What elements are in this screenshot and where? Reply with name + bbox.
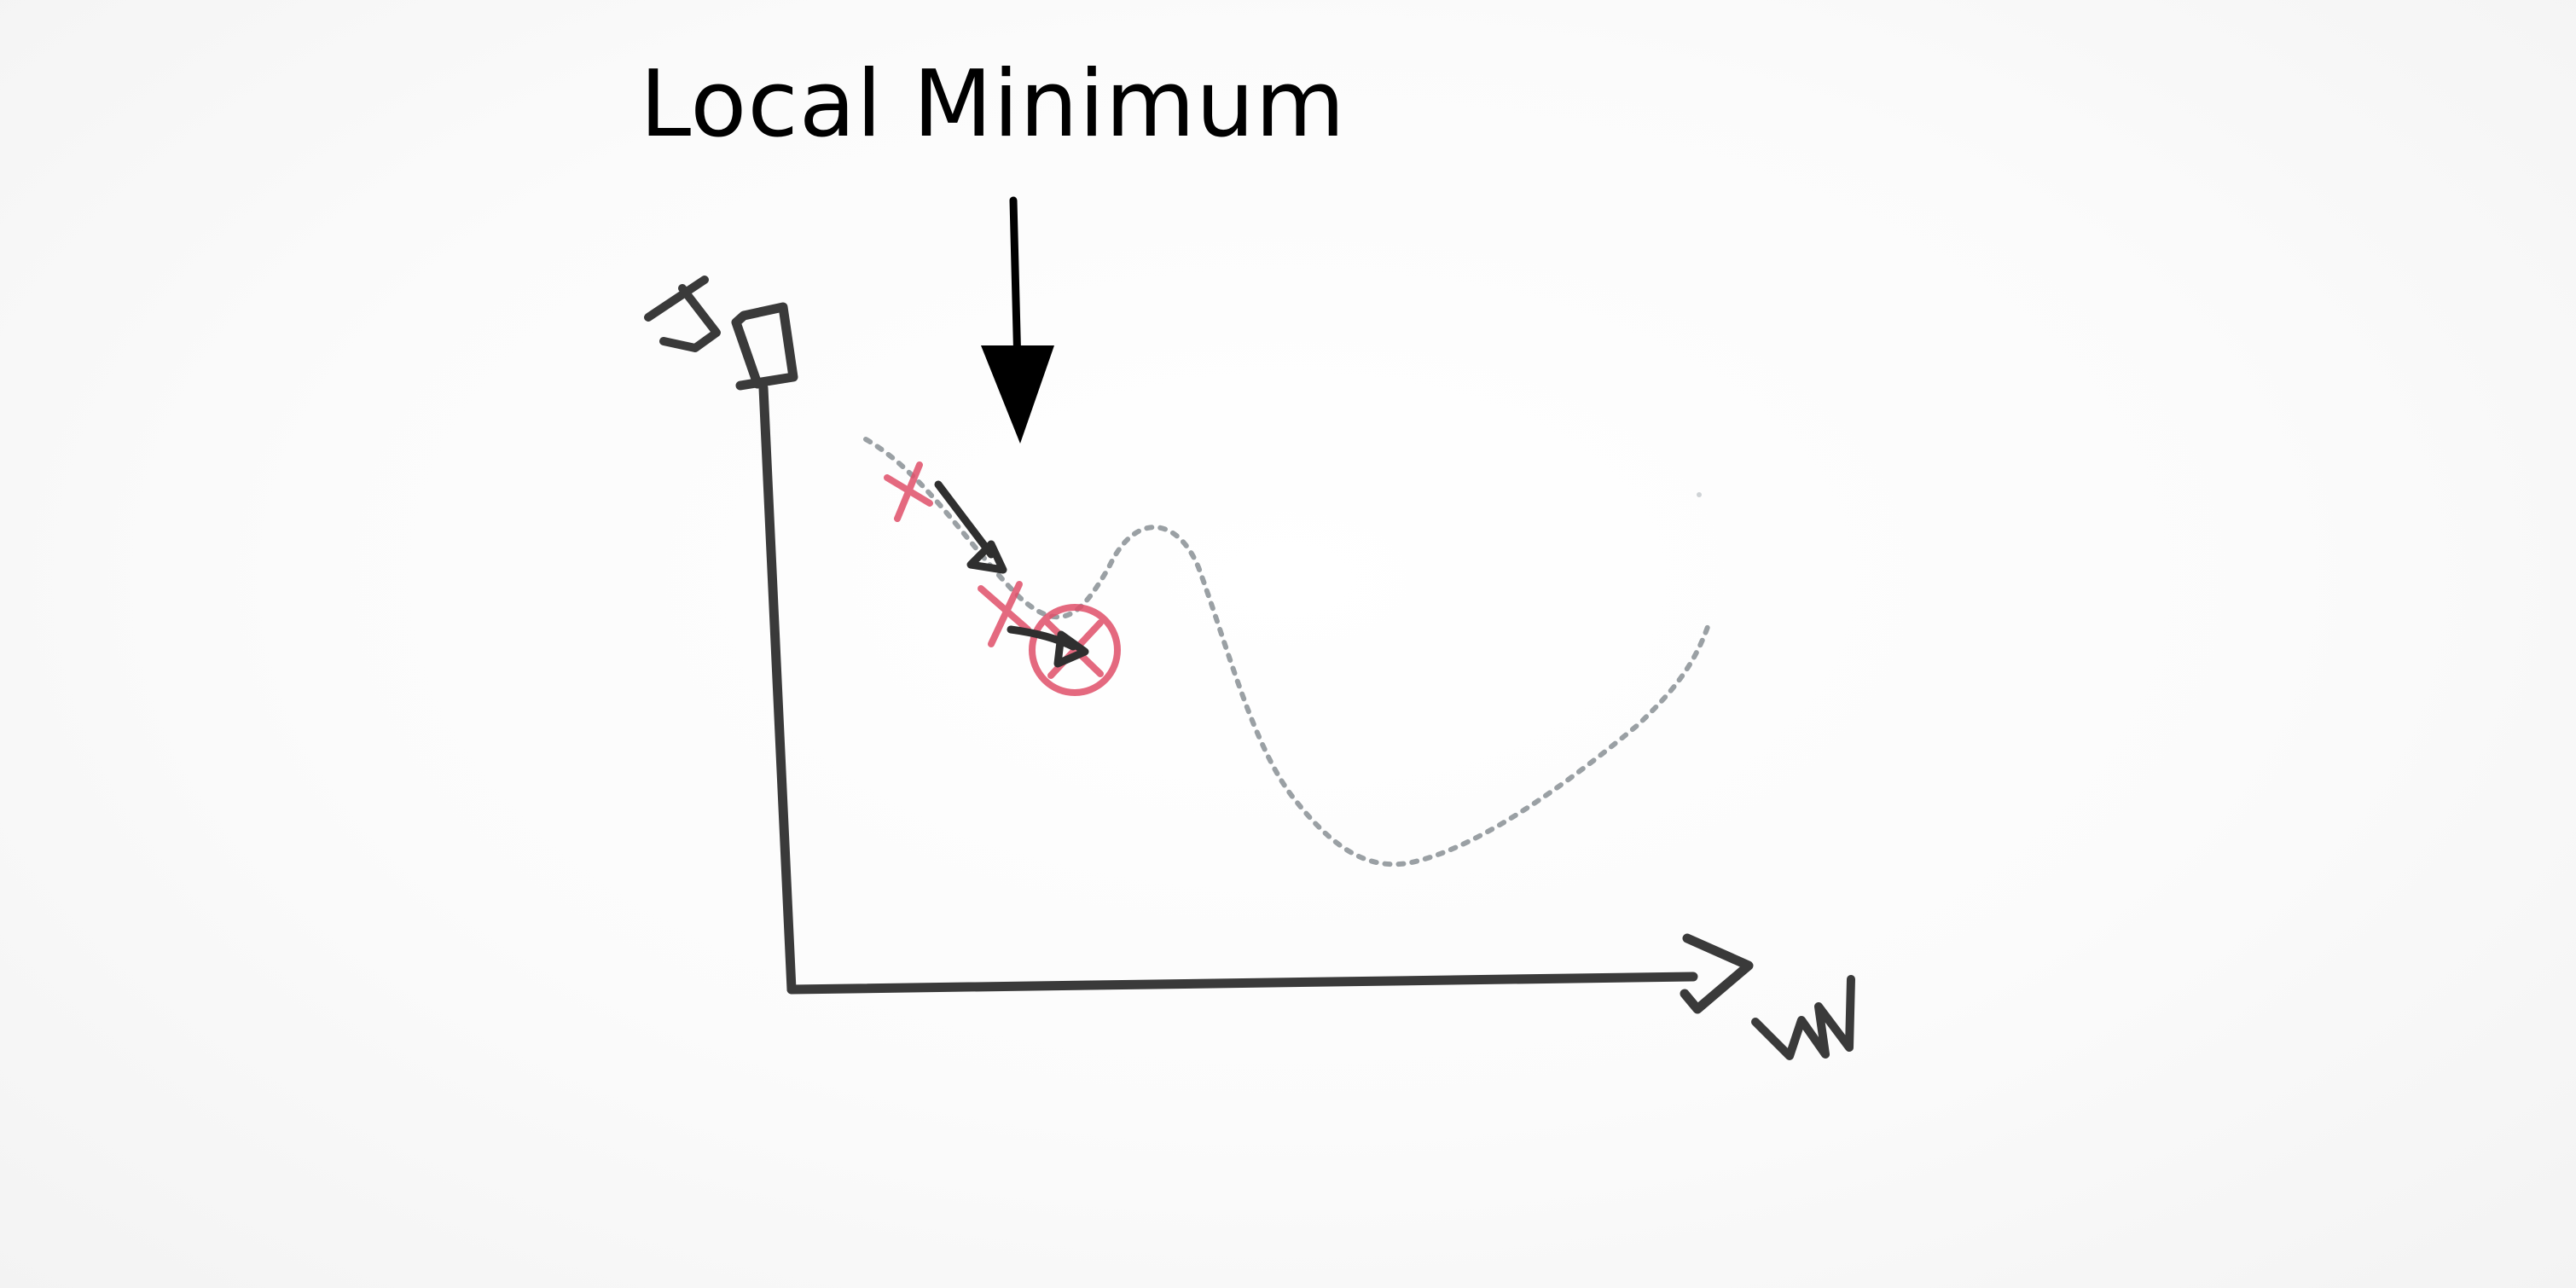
step-arrows [934, 480, 1089, 668]
y-axis [758, 383, 797, 995]
x-axis-arrowhead [1680, 933, 1754, 1014]
x-axis-label [1751, 975, 1855, 1060]
axes [731, 302, 1754, 1014]
cost-curve [863, 437, 1710, 867]
step-arrow-1 [934, 480, 1007, 574]
y-axis-label [644, 276, 721, 352]
step-marker-1 [884, 461, 933, 522]
x-axis [786, 972, 1698, 995]
step-arrow-2 [1007, 625, 1089, 668]
annotation-arrow [981, 196, 1054, 444]
step-marker-2 [978, 581, 1031, 647]
local-minimum-label: Local Minimum [640, 51, 1346, 158]
y-axis-arrowhead [731, 302, 798, 391]
